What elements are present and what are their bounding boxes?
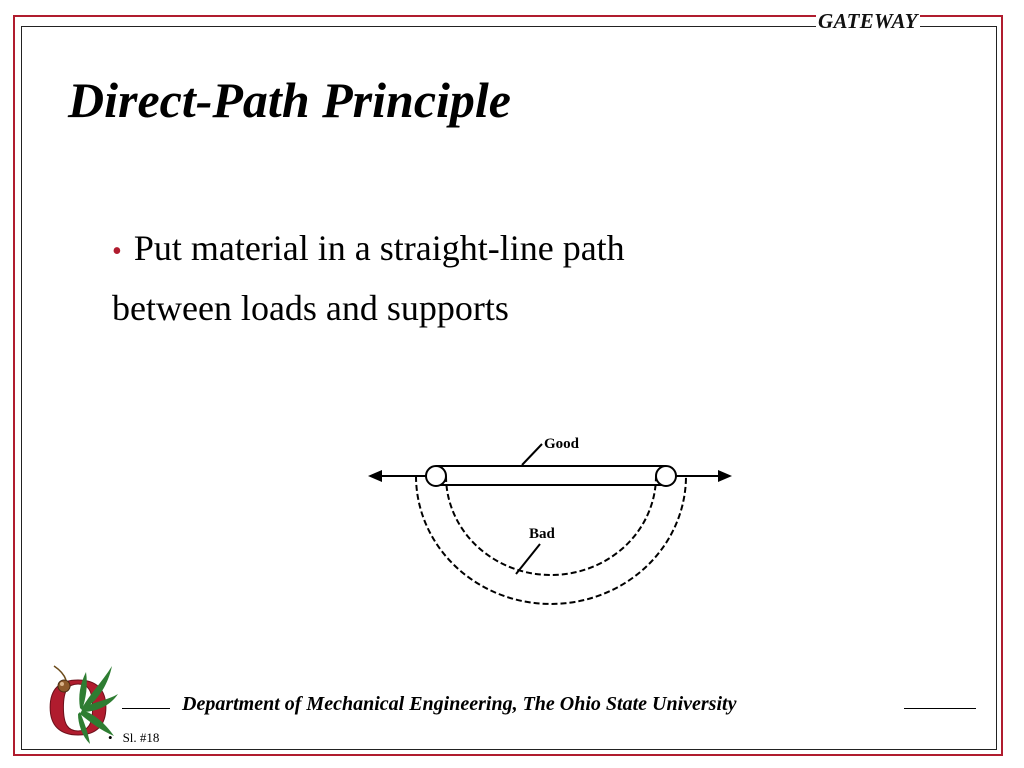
buckeye-leaf-icon: [78, 666, 118, 744]
buckeye-nut-icon: [53, 665, 71, 693]
gateway-brand-label: GATEWAY: [816, 8, 920, 34]
bullet-text-line-1: Put material in a straight-line path: [133, 228, 625, 268]
bullet-list: • Put material in a straight-line path be…: [112, 220, 812, 336]
load-arrow-left-head: [368, 470, 382, 482]
good-label: Good: [544, 436, 580, 452]
slide-number-marker: •: [108, 730, 113, 745]
bullet-item-line-2: between loads and supports: [112, 280, 812, 336]
footer-rule-left: [122, 708, 170, 709]
slide-border-outer: [13, 15, 1003, 756]
direct-path-diagram: Good Bad: [368, 436, 732, 605]
left-support-joint: [425, 465, 447, 487]
footer-department: Department of Mechanical Engineering, Th…: [182, 693, 737, 715]
slide-number-text: Sl. #18: [122, 730, 160, 745]
good-label-leader: [521, 443, 543, 466]
slide-title: Direct-Path Principle: [68, 72, 511, 128]
curved-member-inner-edge: [445, 475, 657, 576]
curved-member-outer-edge: [415, 475, 687, 605]
ohio-state-logo: O: [46, 661, 118, 748]
bullet-marker: •: [112, 236, 122, 267]
load-arrow-right-head: [718, 470, 732, 482]
bad-label-leader: [515, 543, 541, 575]
bullet-text-line-2: between loads and supports: [112, 288, 509, 328]
right-support-joint: [655, 465, 677, 487]
slide-number: • Sl. #18: [108, 730, 159, 746]
footer-rule-right: [904, 708, 976, 709]
bullet-item-line-1: • Put material in a straight-line path: [112, 220, 812, 280]
bad-label: Bad: [529, 526, 556, 542]
slide-border-inner: [21, 26, 997, 750]
